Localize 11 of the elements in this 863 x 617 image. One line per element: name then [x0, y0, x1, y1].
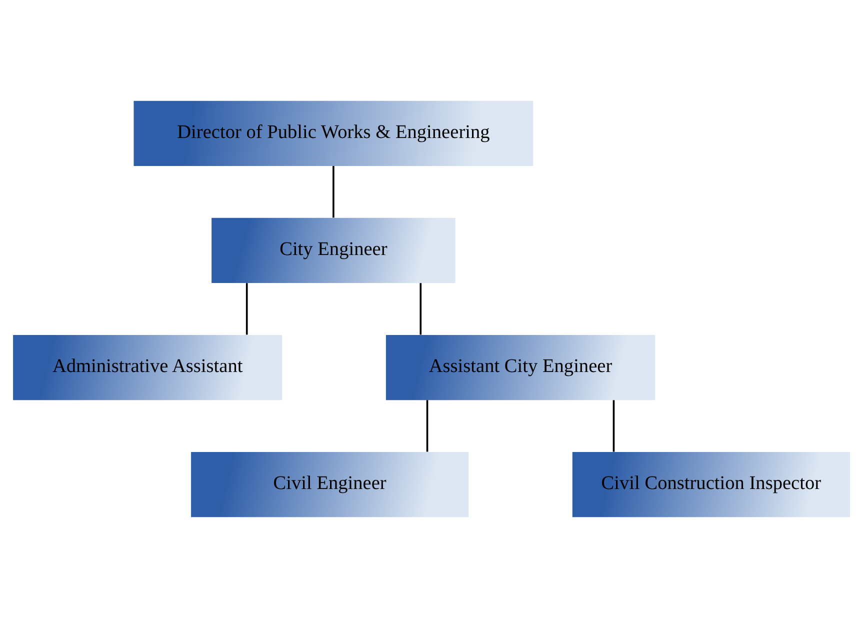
node-box: Civil Construction Inspector [572, 452, 850, 517]
node-box: Director of Public Works & Engineering [134, 100, 534, 166]
connector [246, 282, 248, 334]
connector [612, 400, 615, 452]
connector [426, 400, 428, 452]
node-box: City Engineer [212, 217, 456, 283]
connector [420, 282, 422, 334]
connector [332, 166, 334, 218]
node-box: Civil Engineer [191, 452, 469, 517]
node-box: Assistant City Engineer [386, 334, 656, 400]
node-box: Administrative Assistant [13, 334, 282, 400]
